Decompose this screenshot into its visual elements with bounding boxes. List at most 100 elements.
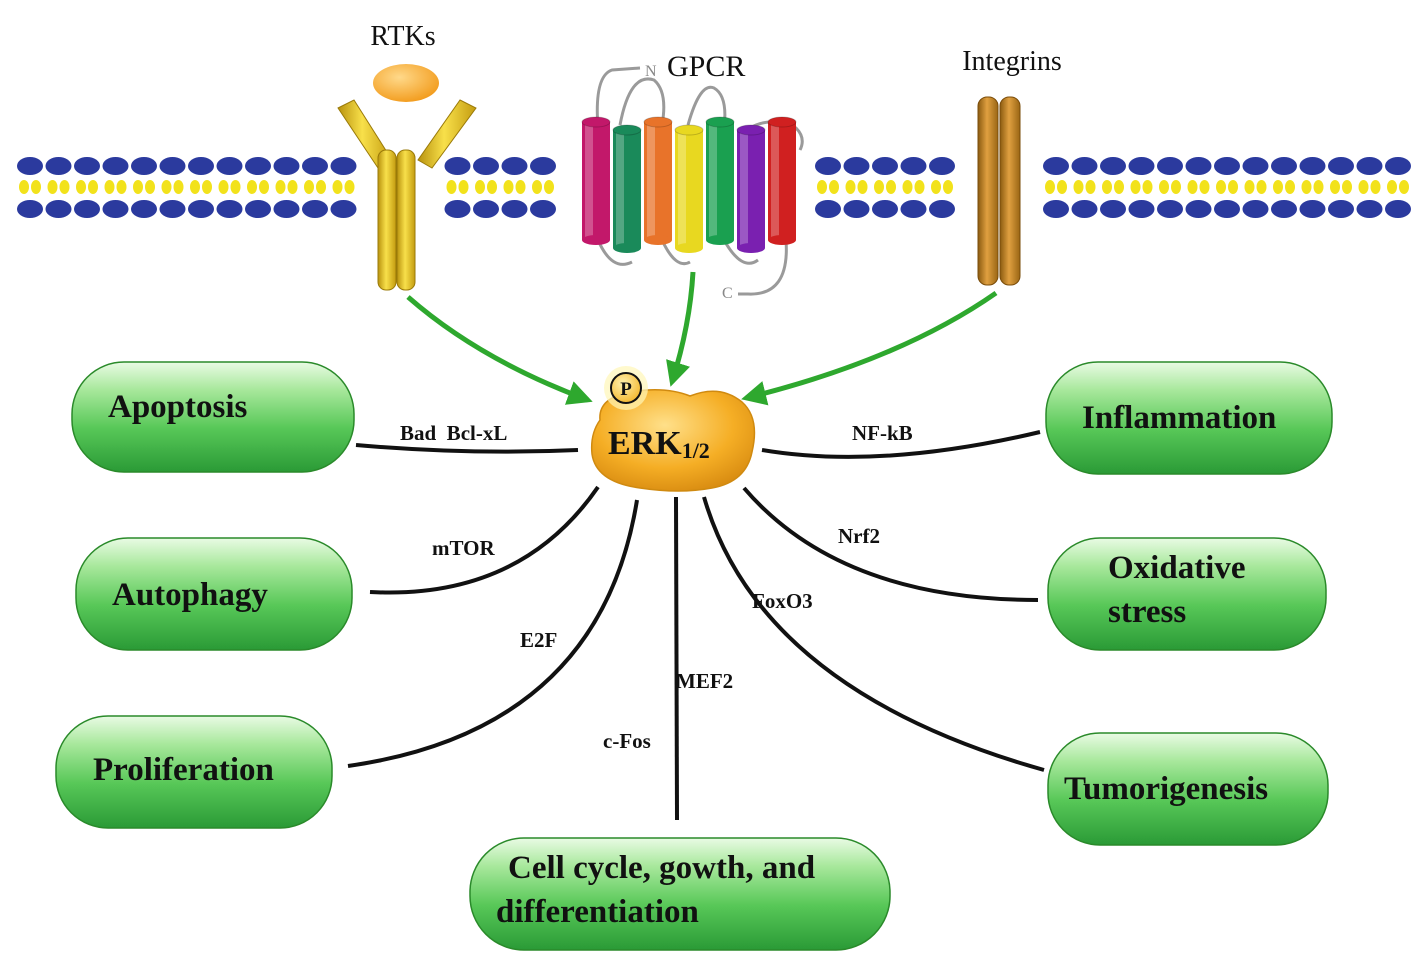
gpcr-helix-body [644, 122, 672, 240]
pill-oxidative-shape [1047, 537, 1327, 651]
integrin-right-chain [999, 96, 1021, 286]
gpcr-helix-shade [678, 130, 686, 248]
lipid-head-top [530, 157, 556, 175]
gpcr-label: GPCR [667, 50, 745, 83]
lipid-tail [532, 180, 542, 194]
lipid-head-bottom [1100, 200, 1126, 218]
pill-apoptosis-text: Apoptosis [108, 389, 248, 425]
lipid-tail [1330, 180, 1340, 194]
integrins-label: Integrins [962, 46, 1062, 77]
lipid-tail [943, 180, 953, 194]
lipid-tails [19, 180, 1409, 194]
rtk-right-arm [417, 99, 477, 169]
lipid-head-bottom [1128, 200, 1155, 218]
integrin-left-chain [977, 96, 999, 286]
gpcr-helix-bottom [613, 243, 641, 253]
pill-cell-cycle-text-line1: Cell cycle, gowth, and [508, 850, 815, 886]
gpcr-c-terminus: C [722, 285, 733, 302]
lipid-head-bottom [1299, 200, 1326, 218]
pill-inflammation: Inflammation [1045, 361, 1333, 475]
lipid-tail [1399, 180, 1409, 194]
lipid-head-top [188, 157, 214, 175]
lipid-head-top [1071, 157, 1098, 175]
pill-autophagy-shape [75, 537, 353, 651]
lipid-tail [1358, 180, 1369, 194]
gpcr-helix-shade [771, 122, 779, 240]
lipid-head-top [273, 157, 300, 175]
pill-oxidative-text-line1: Oxidative [1108, 550, 1246, 586]
erk-blob [590, 389, 756, 492]
gpcr-helix-body [582, 122, 610, 240]
lipid-tail [1228, 180, 1238, 194]
lipid-head-top [1185, 157, 1212, 175]
pill-cell-cycle-shape [469, 837, 891, 951]
lipid-head-top [74, 157, 100, 175]
pill-apoptosis: Apoptosis [71, 361, 355, 473]
lipid-tail [1256, 180, 1267, 194]
arrow-integrin-to-erk [741, 290, 998, 406]
lipid-head-bottom [45, 200, 72, 218]
lipid-head-top [843, 157, 870, 175]
lipid-head-bottom [1157, 200, 1183, 218]
gpcr-helix-top [612, 124, 642, 136]
lipid-head-top [45, 157, 72, 175]
lipid-head-bottom [1242, 200, 1269, 218]
gpcr-helix [705, 116, 735, 245]
pill-inflammation-shape [1045, 361, 1333, 475]
lipid-tail [344, 180, 355, 194]
lipid-tail [88, 180, 98, 194]
line-apoptosis [355, 443, 579, 454]
pill-inflammation-text: Inflammation [1082, 400, 1276, 436]
activation-arrows [406, 271, 998, 406]
outcome-pills: Apoptosis Autophagy Proliferation Cell c… [55, 361, 1333, 951]
gpcr-helix-bottom [737, 243, 765, 253]
lipid-head-bottom [872, 200, 898, 218]
phospho-badge: P [604, 366, 648, 410]
gpcr-helix-bottom [644, 235, 672, 245]
label-nrf2: Nrf2 [838, 524, 880, 548]
lipid-head-top [900, 157, 927, 175]
gpcr-helix-shade [709, 122, 717, 240]
pill-autophagy: Autophagy [75, 537, 353, 651]
cell-membrane [12, 157, 1411, 218]
lipid-tail [1142, 180, 1153, 194]
lipid-head-top [1043, 157, 1069, 175]
lipid-tail [1370, 180, 1381, 194]
lipid-head-top [473, 157, 499, 175]
rtk-stem-right [396, 149, 416, 291]
lipid-tail [59, 180, 70, 194]
lipid-head-bottom [102, 200, 129, 218]
connector-labels: Bad Bcl-xL mTOR E2F MEF2 c-Fos FoxO3 Nrf… [400, 421, 913, 753]
lipid-head-bottom [330, 200, 357, 218]
lipid-tail [259, 180, 269, 194]
label-cfos: c-Fos [603, 729, 651, 753]
gpcr-helix-top [736, 124, 766, 136]
pill-oxidative-stress: Oxidative stress [1047, 537, 1327, 651]
line-tumorigenesis [702, 496, 1045, 772]
lipid-tail [19, 180, 29, 194]
lipid-head-bottom [188, 200, 214, 218]
gpcr-helix-bottom [675, 243, 703, 253]
lipid-tail [1216, 180, 1226, 194]
lipid-head-bottom [74, 200, 100, 218]
lipid-tail [886, 180, 896, 194]
lipid-head-top [216, 157, 243, 175]
lipid-head-bottom [159, 200, 186, 218]
lipid-tail [116, 180, 127, 194]
lipid-tail [475, 180, 485, 194]
lipid-tail [1285, 180, 1295, 194]
lipid-tail [247, 180, 257, 194]
label-mef2: MEF2 [676, 669, 733, 693]
erk-name: ERK [608, 425, 682, 462]
pill-proliferation-text: Proliferation [93, 752, 274, 788]
lipid-tail [230, 180, 241, 194]
lipid-head-bottom [1043, 200, 1069, 218]
lipid-head-top [1157, 157, 1183, 175]
pill-tumorigenesis: Tumorigenesis [1047, 732, 1329, 846]
lipid-tail [874, 180, 884, 194]
lipid-tail [287, 180, 298, 194]
label-mtor: mTOR [432, 536, 495, 560]
lipid-tail [515, 180, 526, 194]
gpcr-helix-shade [647, 122, 655, 240]
